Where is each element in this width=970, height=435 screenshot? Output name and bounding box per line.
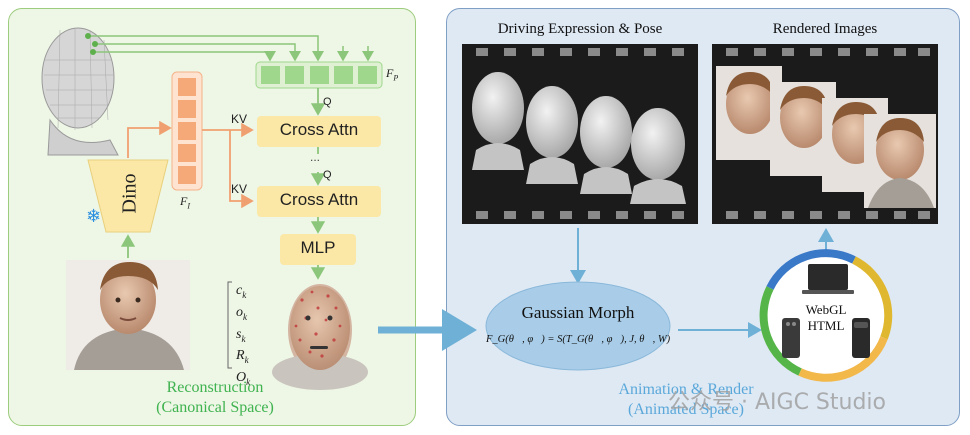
driving-film-strip (462, 44, 698, 224)
cross-attn-block-2 (257, 186, 381, 217)
mesh-head-image (41, 27, 119, 156)
fi-label: FI (180, 194, 191, 211)
mlp-block (280, 234, 356, 265)
phone-icon-right (852, 318, 870, 358)
param-o-cap: Ok (236, 370, 251, 387)
cross-attn-label-1: Cross Attn (279, 120, 359, 139)
fi-token-column (171, 71, 203, 191)
gaussian-params-list: ck ok sk Rk Ok (236, 282, 250, 391)
gaussian-morph-title: Gaussian Morph (521, 303, 635, 322)
gaussian-point-cloud-face (272, 284, 368, 390)
snowflake-icon: ❄ (86, 206, 102, 227)
mlp-label: MLP (300, 238, 336, 257)
gaussian-morph-node (485, 281, 671, 371)
rendered-title: Rendered Images (772, 21, 878, 37)
cross-attn-block-1 (257, 116, 381, 147)
gaussian-morph-formula: F_G(θ⃗, φ⃗) = S(T_G(θ⃗, φ⃗), J, θ⃗, W) (486, 334, 671, 345)
animation-caption-line1: Animation & Render (618, 381, 754, 398)
param-o: ok (236, 304, 247, 322)
phone-icon-left (782, 318, 800, 358)
param-c: ck (236, 283, 247, 300)
cross-attn-label-2: Cross Attn (279, 190, 359, 209)
kv-label-2: KV (231, 182, 248, 196)
params-bracket (227, 281, 232, 369)
reconstruction-caption-line1: Reconstruction (166, 379, 264, 396)
fp-label: FP (386, 66, 399, 83)
param-s: sk (236, 326, 246, 344)
dino-label: Dino (118, 173, 141, 214)
reconstruction-caption: Reconstruction (Canonical Space) (130, 378, 300, 418)
q-label-1: Q (323, 96, 332, 108)
input-portrait-photo (66, 260, 190, 370)
laptop-icon (802, 264, 854, 294)
webgl-label-line2: HTML (807, 318, 845, 333)
kv-label-1: KV (231, 112, 248, 126)
driving-title: Driving Expression & Pose (497, 21, 663, 37)
reconstruction-caption-line2: (Canonical Space) (156, 399, 274, 416)
watermark: 公众号 · AIGC Studio (668, 390, 886, 415)
q-label-2: Q (323, 169, 332, 181)
webgl-label-line1: WebGL (805, 302, 847, 317)
ellipsis-label: ... (310, 150, 321, 164)
rendered-film-strip (712, 44, 938, 224)
dino-encoder-block (87, 159, 169, 233)
fp-token-row (255, 61, 383, 89)
animation-caption-line2: (Animated Space) (628, 401, 744, 418)
param-r: Rk (236, 348, 249, 366)
webgl-label: WebGL HTML (796, 302, 856, 334)
animation-caption: Animation & Render (Animated Space) (596, 380, 776, 420)
